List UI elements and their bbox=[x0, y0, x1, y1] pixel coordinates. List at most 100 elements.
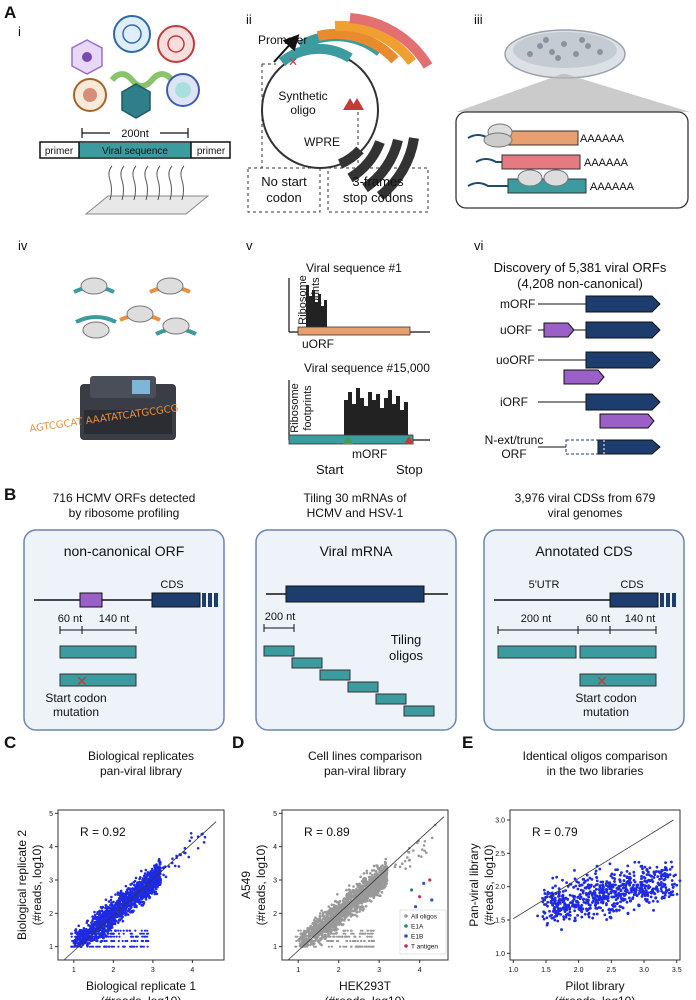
scatter-point bbox=[357, 901, 361, 905]
sub-iii-label: iii bbox=[474, 12, 483, 27]
scatter-point bbox=[592, 912, 596, 916]
scatter-point bbox=[585, 900, 588, 904]
scatter-point bbox=[124, 939, 127, 943]
scatter-point bbox=[568, 906, 572, 910]
y-tick-label: 2.0 bbox=[495, 884, 505, 891]
y-axis-unit: (#reads, log10) bbox=[30, 845, 44, 926]
scatter-point bbox=[357, 905, 361, 908]
sub-v-label: v bbox=[246, 238, 253, 253]
scatter-point bbox=[640, 880, 644, 884]
scatter-point bbox=[586, 892, 590, 896]
scatter-point bbox=[312, 918, 316, 922]
scatter-point bbox=[96, 920, 99, 924]
panel-b-letter: B bbox=[4, 485, 16, 504]
b-col1-header-2: by ribosome profiling bbox=[69, 506, 180, 520]
scatter-point bbox=[110, 895, 113, 899]
scatter-point bbox=[336, 935, 339, 938]
scatter-point bbox=[406, 856, 409, 859]
scatter-point bbox=[130, 945, 134, 948]
scatter-point bbox=[70, 932, 73, 935]
scatter-point bbox=[79, 945, 83, 948]
scatter-point bbox=[126, 913, 130, 916]
box3-cds: CDS bbox=[620, 579, 643, 591]
scatter-point bbox=[91, 919, 94, 923]
box1-mutation-x: ✕ bbox=[76, 674, 88, 690]
scatter-point bbox=[597, 896, 601, 900]
scatter-point bbox=[362, 895, 365, 899]
box3-cds-oligo bbox=[579, 645, 657, 659]
scatter-point bbox=[110, 929, 113, 932]
scatter-point bbox=[92, 926, 96, 930]
scatter-point bbox=[563, 906, 567, 910]
scatter-point bbox=[329, 939, 332, 943]
scatter-point bbox=[106, 929, 110, 932]
scatter-point bbox=[608, 862, 612, 866]
scatter-point bbox=[659, 883, 662, 886]
scatter-point bbox=[103, 918, 106, 922]
scatter-point bbox=[203, 835, 207, 839]
scatter-point bbox=[339, 903, 342, 907]
scatter-point bbox=[88, 945, 91, 948]
scatter-point bbox=[339, 918, 343, 922]
scatter-point bbox=[588, 876, 592, 880]
scatter-point bbox=[381, 883, 384, 887]
scatter-point bbox=[303, 945, 307, 948]
scatter-point bbox=[337, 939, 340, 943]
scatter-point bbox=[582, 900, 586, 904]
scatter-point bbox=[620, 897, 624, 900]
scatter-point bbox=[117, 919, 121, 922]
scatter-point bbox=[363, 939, 366, 943]
scatter-point bbox=[110, 945, 113, 948]
scatter-point bbox=[359, 908, 363, 911]
scatter-point bbox=[554, 884, 557, 888]
scatter-point bbox=[329, 907, 332, 910]
box3-140nt: 140 nt bbox=[625, 613, 656, 625]
scatter-point bbox=[82, 935, 86, 939]
scatter-point bbox=[546, 900, 550, 904]
scatter-point bbox=[133, 879, 137, 883]
scatter-point bbox=[110, 926, 114, 929]
scatter-point bbox=[349, 893, 353, 896]
scatter-point bbox=[91, 929, 94, 932]
scatter-point bbox=[601, 901, 605, 905]
scatter-point bbox=[594, 906, 598, 910]
highlight-point bbox=[422, 881, 426, 885]
scatter-point bbox=[596, 901, 600, 905]
scatter-point bbox=[371, 945, 374, 948]
scatter-point bbox=[400, 862, 404, 866]
scatter-point bbox=[647, 901, 651, 904]
scatter-point bbox=[623, 898, 627, 901]
scatter-point bbox=[133, 945, 136, 948]
scatter-point bbox=[309, 932, 312, 935]
scatter-point bbox=[373, 886, 376, 889]
scatter-point bbox=[408, 865, 412, 868]
scatter-point bbox=[140, 903, 143, 907]
legend-marker bbox=[404, 914, 408, 918]
scatter-point bbox=[128, 929, 132, 932]
scatter-point bbox=[670, 865, 674, 869]
seq1-label: Viral sequence #1 bbox=[306, 261, 402, 275]
scatter-point bbox=[357, 945, 361, 948]
wpre-label: WPRE bbox=[304, 135, 340, 149]
legend-entry: E1A bbox=[411, 924, 424, 931]
box1-mutant-oligo bbox=[59, 673, 137, 687]
scatter-point bbox=[116, 893, 120, 896]
scatter-point bbox=[631, 885, 635, 889]
scatter-point bbox=[349, 939, 352, 943]
scatter-point bbox=[422, 844, 426, 847]
scatter-point bbox=[321, 935, 324, 938]
start-label: Start bbox=[316, 462, 344, 477]
scatter-point bbox=[663, 893, 667, 897]
scatter-point bbox=[654, 896, 658, 900]
scatter-point bbox=[655, 887, 659, 891]
scatter-point bbox=[645, 873, 649, 877]
box2-title: Viral mRNA bbox=[320, 543, 394, 559]
fit-line bbox=[63, 821, 217, 961]
scatter-point bbox=[579, 895, 583, 899]
scatter-point bbox=[345, 939, 348, 943]
scatter-point bbox=[343, 912, 347, 915]
scatter-point bbox=[561, 890, 565, 893]
y-tick-label: 3 bbox=[273, 878, 277, 885]
